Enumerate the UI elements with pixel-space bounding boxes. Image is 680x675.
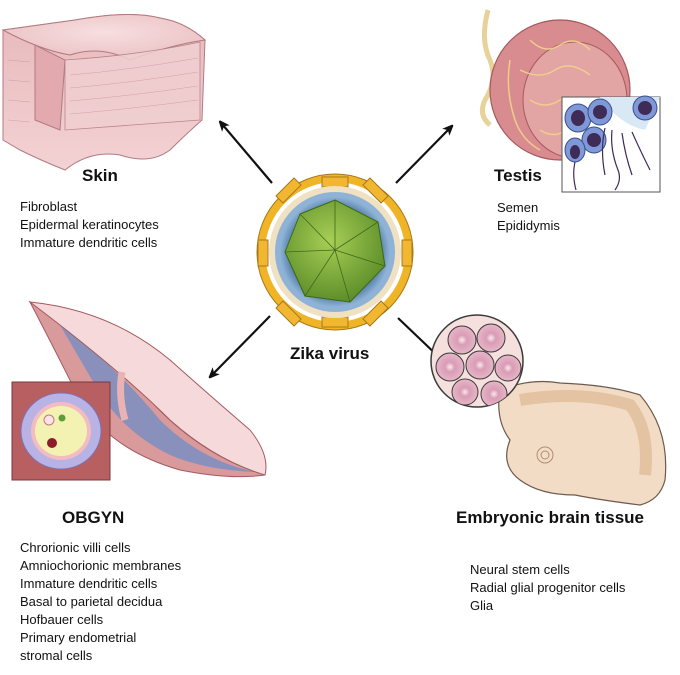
brain-title: Embryonic brain tissue [456,508,644,527]
list-item: Fibroblast [20,199,78,214]
testis-list: Semen Epididymis [497,199,560,235]
list-item: Immature dendritic cells [20,576,158,591]
embryo-illustration [430,314,667,506]
skin-illustration [1,13,207,171]
list-item: Semen [497,200,539,215]
skin-list: Fibroblast Epidermal keratinocytes Immat… [20,198,159,252]
list-item: Epididymis [497,218,560,233]
arrow-to-testis [395,128,450,184]
list-item: Epidermal keratinocytes [20,217,159,232]
list-item: Primary endometrial [20,630,137,645]
zika-virus-icon [256,173,414,331]
testis-title: Testis [494,166,542,185]
list-item: Immature dendritic cells [20,235,158,250]
list-item: Amniochorionic membranes [20,558,182,573]
zika-virus-label: Zika virus [290,344,370,363]
skin-title: Skin [82,166,118,185]
obgyn-title: OBGYN [62,508,125,527]
obgyn-list: Chrorionic villi cells Amniochorionic me… [20,539,181,665]
list-item: stromal cells [20,648,93,663]
list-item: Chrorionic villi cells [20,540,131,555]
list-item: Basal to parietal decidua [20,594,163,609]
arrow-to-obgyn [212,315,271,375]
list-item: Hofbauer cells [20,612,104,627]
testis-illustration [479,9,661,193]
testis-inset [564,95,660,191]
arrow-to-skin [222,124,273,184]
list-item: Radial glial progenitor cells [470,580,626,595]
list-item: Glia [470,598,494,613]
virus-spikes [257,176,413,328]
list-item: Neural stem cells [470,562,570,577]
obgyn-illustration [11,300,267,481]
brain-list: Neural stem cells Radial glial progenito… [470,561,625,615]
